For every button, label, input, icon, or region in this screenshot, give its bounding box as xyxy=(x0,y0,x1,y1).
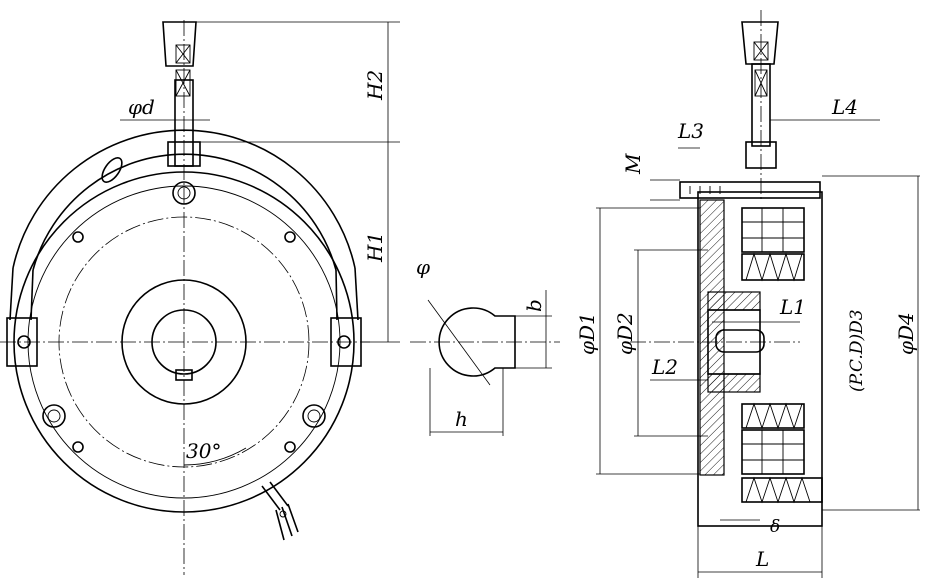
handle-stem-window xyxy=(175,69,191,97)
hub-upper xyxy=(707,291,761,311)
d4-label: φD4 xyxy=(894,312,918,355)
h2-label: H2 xyxy=(363,70,387,101)
shaft-key xyxy=(715,329,765,353)
hub-bore xyxy=(707,309,761,375)
outer-housing-circle xyxy=(13,171,355,513)
side-housing xyxy=(697,191,823,527)
right-pivot-pin xyxy=(337,335,351,349)
h1-label: H1 xyxy=(363,232,387,263)
armature-plate xyxy=(699,199,725,476)
d1-label: φD1 xyxy=(575,312,599,355)
l3-label: L3 xyxy=(677,119,704,143)
side-section-view: φD1 φD2 φD4 (P.C.D)D3 L δ L1 L2 L3 L4 M xyxy=(575,10,920,578)
small-hole-3 xyxy=(72,441,84,453)
spring-lower-b xyxy=(741,477,823,503)
lever-arm-right-inner xyxy=(335,269,338,321)
angle-label: 30° xyxy=(186,439,221,463)
side-handle-knob xyxy=(741,21,779,65)
inner-housing-circle xyxy=(27,185,341,499)
b-label: b xyxy=(522,299,546,312)
l-label: L xyxy=(755,547,769,571)
d2-label: φD2 xyxy=(613,312,637,355)
shaft-bore-circle xyxy=(151,309,217,375)
l4-label: L4 xyxy=(831,95,858,119)
m-label: M xyxy=(621,153,645,175)
bolt-pitch-circle xyxy=(58,216,310,468)
lever-bow-inner xyxy=(32,153,337,271)
keyway-section: φ b h xyxy=(410,255,560,436)
lever-arm-right-outer xyxy=(354,267,359,321)
left-pivot-pin xyxy=(17,335,31,349)
delta-label: δ xyxy=(770,517,780,537)
side-handle-clamp xyxy=(745,141,777,169)
front-view: H2 H1 φd 30° xyxy=(0,20,400,575)
phi-label: φ xyxy=(416,255,430,279)
angle-arc xyxy=(183,447,247,466)
handle-knob-slot xyxy=(175,44,191,64)
handle-knob xyxy=(162,21,197,67)
keyway xyxy=(175,369,193,381)
small-hole-1 xyxy=(72,231,84,243)
small-hole-2 xyxy=(284,231,296,243)
inspection-slot xyxy=(101,157,123,183)
hub-circle xyxy=(121,279,247,405)
left-pivot-block xyxy=(6,317,38,367)
lever-arm-left-inner xyxy=(30,269,34,321)
bolt-hole-bottom-right xyxy=(302,404,326,428)
hub-lower xyxy=(707,373,761,393)
l2-label: L2 xyxy=(651,355,678,379)
bolt-hole-top xyxy=(172,181,196,205)
bolt-holes xyxy=(42,181,326,453)
lever-bow-outer xyxy=(12,129,356,269)
release-bolt xyxy=(679,181,821,199)
coil-lower xyxy=(741,429,805,475)
d-shaft-lever-label: φd xyxy=(128,95,155,119)
h-label: h xyxy=(455,407,468,431)
lever-arm-left-outer xyxy=(9,267,14,321)
keyway-profile xyxy=(438,307,516,377)
spring-lower-a xyxy=(741,403,805,429)
small-hole-4 xyxy=(284,441,296,453)
cable-outlet xyxy=(261,481,299,541)
spring-upper xyxy=(741,253,805,281)
coil-upper xyxy=(741,207,805,253)
bolt-hole-bottom-left xyxy=(42,404,66,428)
side-handle-stem xyxy=(751,63,771,147)
d3-label: (P.C.D)D3 xyxy=(847,309,867,392)
l1-label: L1 xyxy=(779,295,806,319)
handle-clamp xyxy=(167,141,201,167)
